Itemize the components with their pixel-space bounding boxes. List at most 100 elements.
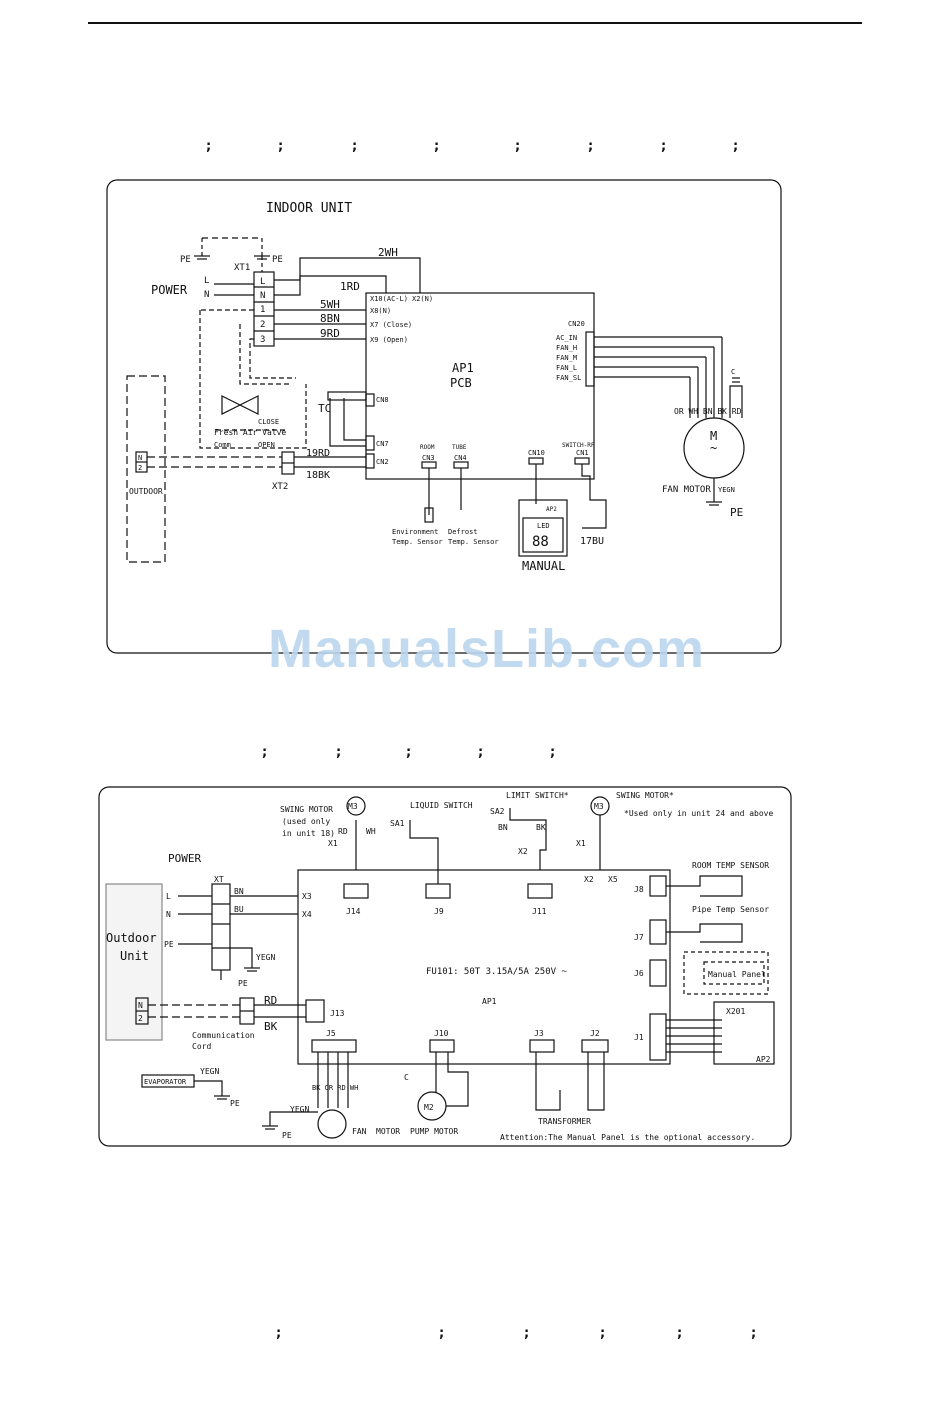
semicolon-mark: ; [478, 745, 484, 760]
d2-wh-left: WH [366, 827, 376, 836]
d2-j2: J2 [590, 1029, 600, 1038]
d1-18bk: 18BK [306, 470, 330, 481]
d1-power: POWER [151, 283, 188, 297]
ap2-receiver [713, 1001, 775, 1065]
d2-x2-mid: X2 [518, 847, 528, 856]
d2-pe-fan: PE [282, 1131, 292, 1140]
d2-transformer: TRANSFORMER [538, 1117, 591, 1126]
d1-8bn: 8BN [320, 312, 340, 325]
terminal-xt1 [253, 271, 275, 347]
semicolon-mark: ; [661, 139, 667, 154]
manual-panel-ap2 [518, 499, 568, 557]
d1-fan-m: FAN_M [556, 354, 577, 362]
d2-j8: J8 [634, 885, 644, 894]
diagram2-frame [98, 786, 792, 1147]
d2-x201: X201 [726, 1007, 745, 1016]
d2-j10: J10 [434, 1029, 449, 1038]
d1-n: N [204, 290, 209, 300]
d2-rd: RD [264, 994, 277, 1007]
d2-bn: BN [234, 887, 244, 896]
d1-tilde: ~ [710, 441, 717, 455]
d2-yegn-fan: YEGN [290, 1105, 309, 1114]
d2-manual: Manual Panel [708, 970, 766, 979]
d1-room: ROOM [420, 444, 435, 451]
d1-x8: X8(N) [370, 307, 391, 315]
d1-xt2: XT2 [272, 482, 288, 492]
d1-fresh: Fresh Air Valve [214, 428, 286, 437]
d1-x10: X10(AC-L) [370, 295, 408, 303]
d2-x2-right: X2 [584, 875, 594, 884]
d2-bn-top: BN [498, 823, 508, 832]
d1-digits: 88 [532, 534, 549, 550]
d2-sa1: SA1 [390, 819, 405, 828]
d1-cn10: CN10 [528, 449, 545, 457]
d1-outdoor: OUTDOOR [129, 487, 163, 496]
d1-fan-motor: FAN MOTOR [662, 485, 711, 495]
d2-note-used: *Used only in unit 24 and above [624, 809, 773, 818]
terminal-xt [211, 883, 231, 971]
d2-j11: J11 [532, 907, 547, 916]
d2-unit: Unit [120, 949, 149, 963]
d2-yegn-evap: YEGN [200, 1067, 219, 1076]
d2-swing-right: SWING MOTOR* [616, 791, 674, 800]
d1-ap2: AP2 [546, 506, 557, 513]
d1-pcb: PCB [450, 376, 472, 390]
d1-title: INDOOR UNIT [266, 201, 352, 216]
d2-pe-evap: PE [230, 1099, 240, 1108]
d1-t-3: 3 [260, 335, 265, 345]
d1-5wh: 5WH [320, 298, 340, 311]
d1-x2n: X2(N) [412, 295, 433, 303]
d1-pe-right: PE [272, 255, 283, 265]
d1-out-n: N [138, 454, 142, 462]
d1-open: OPEN [258, 441, 275, 449]
d2-motor-colors: BK OR RD WH [312, 1084, 358, 1092]
watermark: ManualsLib.com [268, 619, 706, 679]
d2-pipe: Pipe Temp Sensor [692, 905, 769, 914]
d1-fan-sl: FAN_SL [556, 374, 581, 382]
d1-9rd: 9RD [320, 327, 340, 340]
semicolon-mark: ; [434, 139, 440, 154]
d1-cn2: CN2 [376, 458, 389, 466]
d1-m: M [710, 429, 717, 443]
d2-sa2: SA2 [490, 807, 505, 816]
d1-pe-motor: PE [730, 506, 743, 519]
d1-t-l: L [260, 277, 265, 287]
d1-led: LED [537, 522, 550, 530]
diagram1-frame [106, 179, 782, 654]
d1-t-1: 1 [260, 305, 265, 315]
d2-used1: (used only [282, 817, 330, 826]
d1-cn4: CN4 [454, 454, 467, 462]
d2-evap: EVAPORATOR [144, 1078, 187, 1086]
d2-j7: J7 [634, 933, 644, 942]
outdoor-unit-box [105, 883, 163, 1041]
d1-17bu: 17BU [580, 536, 604, 547]
d1-cn8: CN8 [376, 396, 389, 404]
d2-m2: M2 [424, 1103, 434, 1112]
d2-used2: in unit 18) [282, 829, 335, 838]
d2-j3: J3 [534, 1029, 544, 1038]
d2-t-2: 2 [138, 1014, 143, 1023]
semicolon-mark: ; [588, 139, 594, 154]
d1-tube: TUBE [452, 444, 467, 451]
semicolon-mark: ; [276, 1326, 282, 1341]
d1-comm: Comm [214, 441, 231, 449]
semicolon-mark: ; [600, 1326, 606, 1341]
semicolon-mark: ; [336, 745, 342, 760]
d1-cn20: CN20 [568, 320, 585, 328]
d1-close: CLOSE [258, 418, 279, 426]
d1-switch: SWITCH-RF [562, 442, 595, 449]
semicolon-mark: ; [524, 1326, 530, 1341]
d1-x7: X7 (Close) [370, 321, 412, 329]
d2-l: L [166, 892, 171, 901]
d1-ac-in: AC_IN [556, 334, 577, 342]
d2-x4: X4 [302, 910, 312, 919]
semicolon-mark: ; [439, 1326, 445, 1341]
semicolon-mark: ; [733, 139, 739, 154]
d1-cn7: CN7 [376, 440, 389, 448]
d1-out-2: 2 [138, 464, 142, 472]
d2-j6: J6 [634, 969, 644, 978]
d1-2wh: 2WH [378, 246, 398, 259]
semicolon-mark: ; [515, 139, 521, 154]
d1-x9: X9 (Open) [370, 336, 408, 344]
